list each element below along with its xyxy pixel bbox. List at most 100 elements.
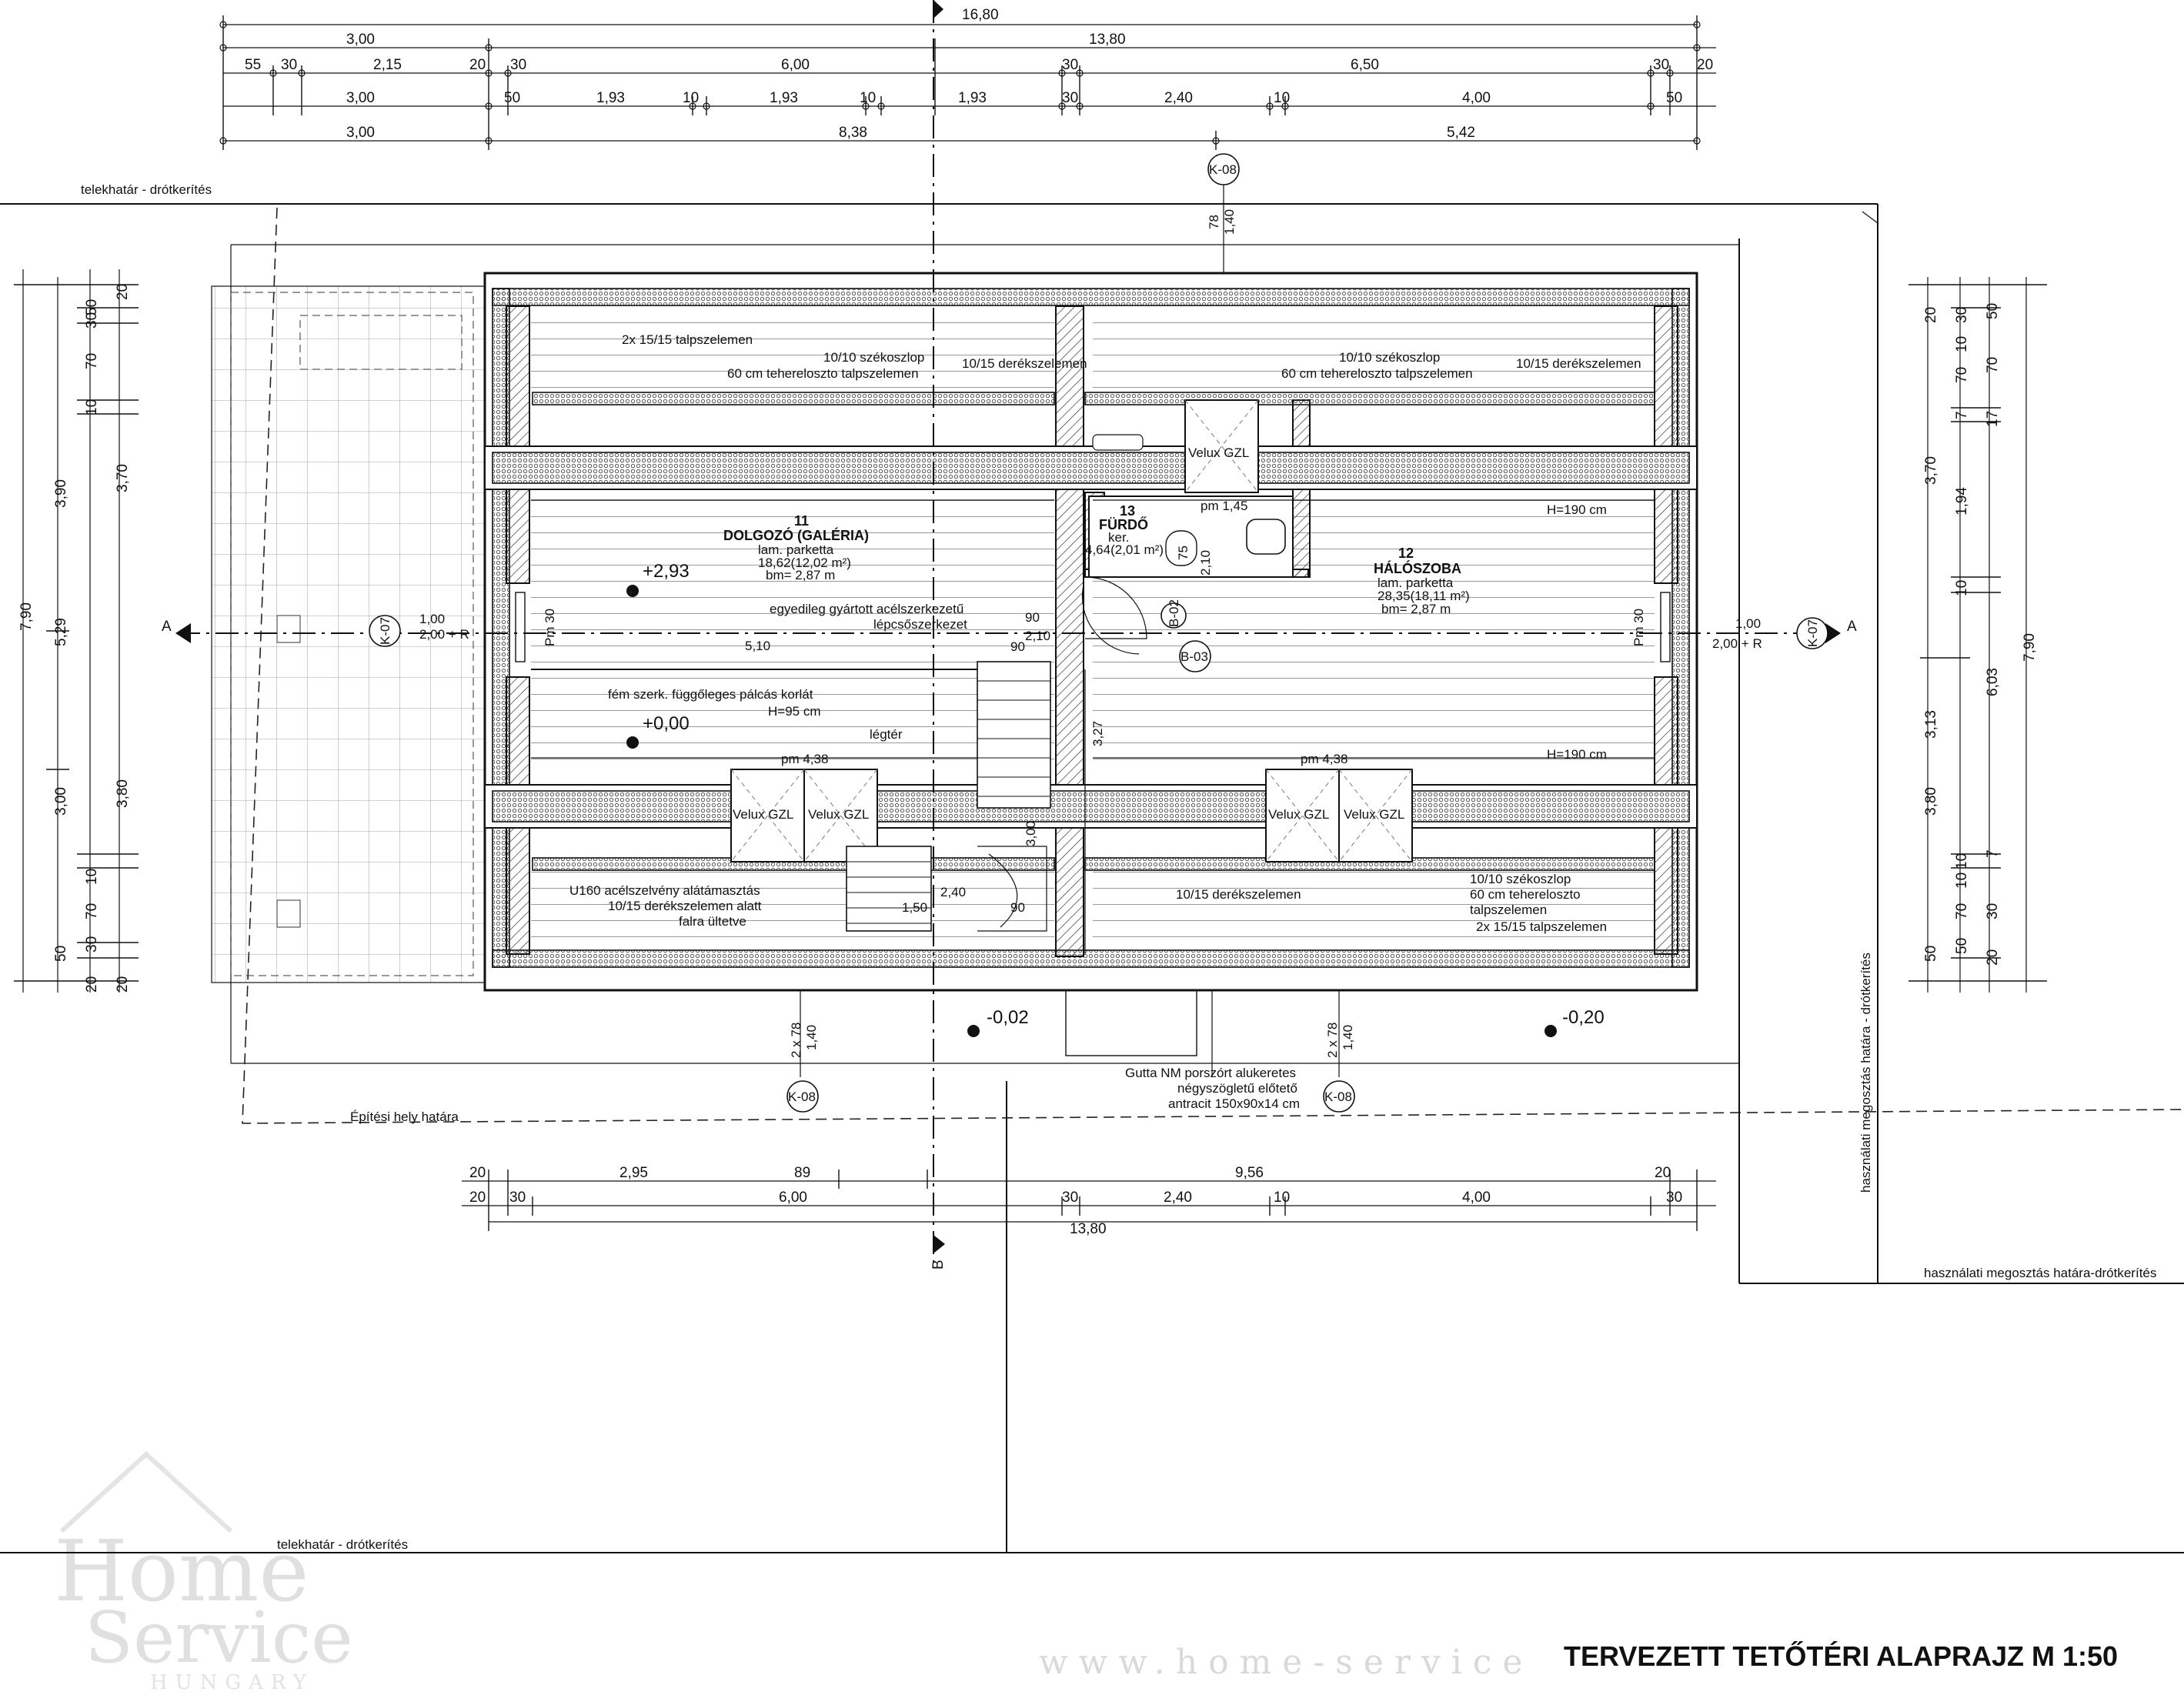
dim-top-r3-10: 4,00	[1462, 90, 1491, 106]
dim-top-r3-5: 10	[860, 90, 876, 106]
note-gutta-3: antracit 150x90x14 cm	[1168, 1096, 1300, 1111]
bottom-dimensions: 20 2,95 89 9,56 20 20 30 6,00 30 2,40 10…	[462, 1165, 1716, 1237]
marker-k08-bl: K-08	[788, 1089, 816, 1104]
dim-bottom-r1-4: 20	[1655, 1165, 1671, 1181]
note-szekoszlop-2: 10/10 székoszlop	[1339, 350, 1440, 365]
dim-bottom-r1-3: 9,56	[1235, 1165, 1264, 1181]
velux-bl-2: Velux GZL	[808, 807, 869, 822]
top-dimensions: 16,80 3,00 13,80 55 30 2,15 20 30 6,00 3…	[219, 7, 1716, 150]
room-11-number: 11	[794, 513, 809, 529]
dim-210: 2,10	[1025, 629, 1050, 643]
dim-left-in-5: 3,70	[115, 464, 131, 492]
dim-bottom-r2-2: 6,00	[779, 1190, 807, 1206]
dim-100-left: 1,00	[419, 612, 445, 626]
note-derek-1: 10/15 derékszelemen	[962, 356, 1087, 371]
room-12-name: HÁLÓSZOBA	[1374, 560, 1461, 576]
watermark-hungary: HUNGARY	[150, 1671, 314, 1694]
watermark-home: Home	[54, 1522, 309, 1620]
room-11-name: DOLGOZÓ (GALÉRIA)	[723, 527, 869, 543]
note-teher-b1: 60 cm tehereloszto	[1470, 887, 1581, 902]
annotations: 2x 15/15 talpszelemen 10/10 székoszlop 6…	[419, 209, 1762, 1111]
room-labels: 11 DOLGOZÓ (GALÉRIA) lam. parketta 18,62…	[723, 503, 1470, 616]
dim-140-left: 1,40	[804, 1025, 819, 1050]
left-roof-zone	[211, 285, 486, 983]
note-derek-2: 10/15 derékszelemen	[1516, 356, 1641, 371]
section-a-left: A	[162, 619, 172, 635]
dim-left-in-0: 50	[84, 299, 100, 315]
note-h190-top: H=190 cm	[1547, 502, 1607, 517]
building	[483, 272, 1698, 992]
dim-right-in-9: 10	[1954, 580, 1970, 596]
dim-150: 1,50	[902, 900, 927, 915]
dim-left-in-4: 10	[84, 399, 100, 415]
dim-right-in-18: 20	[1985, 949, 2001, 966]
note-szekoszlop-1: 10/10 székoszlop	[823, 350, 924, 365]
dim-bottom-r2-5: 10	[1274, 1190, 1290, 1206]
drawing-title: TERVEZETT TETŐTÉRI ALAPRAJZ M 1:50	[1564, 1640, 2118, 1672]
room-12-number: 12	[1398, 546, 1414, 561]
dim-top-r4-2: 5,42	[1447, 125, 1475, 141]
dim-top-r3-7: 30	[1062, 90, 1078, 106]
dim-top-r3-1: 50	[504, 90, 520, 106]
level-minus-020: -0,20	[1562, 1007, 1605, 1028]
dim-right-in-4: 70	[1954, 367, 1970, 383]
dim-140-right: 1,40	[1341, 1025, 1355, 1050]
dim-right-in-6: 7	[1954, 411, 1970, 419]
dim-bottom-r1-0: 20	[469, 1165, 486, 1181]
dim-bottom-r1-2: 89	[794, 1165, 810, 1181]
note-korlat: fém szerk. függőleges pálcás korlát	[608, 687, 813, 702]
dim-top-r3-0: 3,00	[346, 90, 375, 106]
dim-top-r4-0: 3,00	[346, 125, 375, 141]
section-b-bottom: B	[930, 1260, 947, 1270]
note-derek-bottom: 10/15 derékszelemen	[1176, 887, 1301, 902]
dim-left-in-8: 70	[84, 903, 100, 919]
dim-90b: 90	[1010, 639, 1025, 654]
dim-top-r2-2: 2,15	[373, 57, 402, 73]
dim-510: 5,10	[745, 639, 770, 653]
dim-right-mid-1: 3,13	[1923, 710, 1939, 739]
dim-right-in-5: 70	[1985, 357, 2001, 373]
dim-top-r2-6: 30	[1062, 57, 1078, 73]
dim-top-r1-1: 13,80	[1089, 32, 1126, 48]
dim-top-r3-6: 1,93	[958, 90, 987, 106]
watermark-url: www.home-service	[1039, 1643, 1533, 1682]
velux-top: Velux GZL	[1188, 445, 1249, 460]
marker-k08-br: K-08	[1324, 1089, 1352, 1104]
dim-right-in-14: 70	[1954, 903, 1970, 919]
dim-right-mid-0: 3,70	[1923, 456, 1939, 485]
note-teher-b2: talpszelemen	[1470, 903, 1547, 917]
room-12-floor: lam. parketta	[1378, 576, 1454, 590]
dim-bottom-r2-0: 20	[469, 1190, 486, 1206]
dim-top-r3-8: 2,40	[1164, 90, 1193, 106]
dim-left-in-1: 30	[84, 312, 100, 329]
note-u160-2: 10/15 derékszelemen alatt	[608, 899, 762, 913]
dim-right-in-1: 30	[1954, 307, 1970, 323]
dim-top-r2-4: 30	[510, 57, 526, 73]
right-dimensions: 3,70 3,13 3,80 7,90 20 30 50 10 70 70 7 …	[1908, 277, 2047, 993]
dim-top-r3-2: 1,93	[596, 90, 625, 106]
section-markers: A A B	[162, 0, 1857, 1270]
dim-bottom-r2-4: 2,40	[1164, 1190, 1192, 1206]
note-pm30-right: Pm 30	[1631, 609, 1646, 646]
note-szekoszlop-b: 10/10 székoszlop	[1470, 872, 1571, 886]
dim-top-r3-11: 50	[1666, 90, 1682, 106]
dim-top-r2-1: 30	[281, 57, 297, 73]
boundary-right-bottom-label: használati megosztás határa-drótkerítés	[1924, 1266, 2156, 1280]
note-h190-bottom: H=190 cm	[1547, 747, 1607, 762]
dim-2x78-left: 2 x 78	[789, 1023, 803, 1058]
dim-top-r1-0: 3,00	[346, 32, 375, 48]
dim-right-mid-2: 3,80	[1923, 787, 1939, 816]
note-talp-top: 2x 15/15 talpszelemen	[622, 332, 753, 347]
dim-90a: 90	[1025, 610, 1040, 625]
dim-right-in-10: 6,03	[1985, 668, 2001, 696]
dim-right-in-15: 30	[1985, 903, 2001, 919]
dim-top-r2-9: 20	[1697, 57, 1713, 73]
dim-top-r2-7: 6,50	[1351, 57, 1379, 73]
dim-bottom-r2-6: 4,00	[1462, 1190, 1491, 1206]
dim-left-in-10: 50	[53, 946, 69, 962]
building-site-label: Építési hely határa	[350, 1109, 459, 1124]
boundary-right-vertical-label: használati megosztás határa - drótkeríté…	[1858, 953, 1873, 1193]
dim-140-top: 1,40	[1222, 209, 1237, 235]
left-dimensions: 7,90 3,90 5,29 3,00 50 30 20 70 10 3,70 …	[14, 269, 139, 993]
